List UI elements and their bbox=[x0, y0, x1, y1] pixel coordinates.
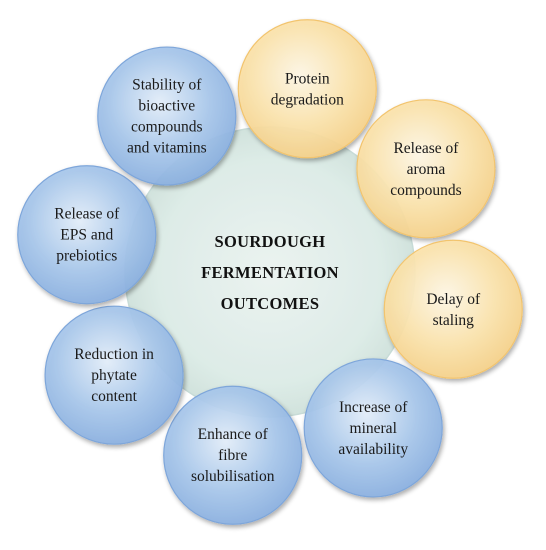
outcome-circle bbox=[356, 99, 496, 239]
outcome-label-line: aroma bbox=[407, 161, 446, 178]
outcome-label-line: mineral bbox=[350, 420, 397, 437]
outcome-circle bbox=[237, 19, 377, 159]
outcome-label-line: Release of bbox=[393, 140, 459, 157]
outcome-circle bbox=[163, 385, 303, 525]
outcome-label-line: compounds bbox=[131, 119, 202, 136]
outcome-label-line: Stability of bbox=[132, 77, 202, 94]
outcome-label-line: staling bbox=[433, 312, 475, 329]
outcome-node-phytate-content: Reduction in phytate content bbox=[44, 305, 184, 445]
center-node: SOURDOUGH FERMENTATION OUTCOMES bbox=[124, 126, 416, 418]
outcome-label-line: Reduction in bbox=[74, 346, 154, 363]
outcome-node-bioactive-stability: Stability of bioactive compounds and vitami… bbox=[97, 46, 237, 186]
outcome-label-line: fibre bbox=[218, 447, 247, 464]
outcome-label-line: and vitamins bbox=[127, 140, 207, 157]
center-title-line: FERMENTATION bbox=[201, 263, 339, 282]
center-title-line: OUTCOMES bbox=[221, 294, 320, 313]
outcome-circle bbox=[303, 358, 443, 498]
outcome-label-line: degradation bbox=[271, 91, 344, 108]
outcome-label-line: Protein bbox=[285, 70, 330, 87]
outcome-label-line: Release of bbox=[54, 206, 120, 223]
outcome-label-line: compounds bbox=[390, 182, 461, 199]
center-title-line: SOURDOUGH bbox=[215, 232, 326, 251]
outcome-label-line: prebiotics bbox=[56, 248, 117, 265]
outcome-label-line: Delay of bbox=[426, 291, 481, 308]
outcome-node-aroma-compounds: Release of aroma compounds bbox=[356, 99, 496, 239]
outcome-circle bbox=[97, 46, 237, 186]
outcome-circle bbox=[383, 239, 523, 379]
outcome-node-eps-prebiotics: Release of EPS and prebiotics bbox=[17, 165, 157, 305]
outcome-label-line: content bbox=[91, 388, 137, 405]
outcome-node-mineral-availability: Increase of mineral availability bbox=[303, 358, 443, 498]
outcome-node-delay-staling: Delay of staling bbox=[383, 239, 523, 379]
outcome-label-line: bioactive bbox=[138, 98, 195, 115]
outcome-label-line: Enhance of bbox=[198, 426, 269, 443]
outcome-label-line: availability bbox=[338, 441, 408, 458]
outcome-label-line: EPS and bbox=[60, 227, 113, 244]
outcome-node-protein-degradation: Protein degradation bbox=[237, 19, 377, 159]
outcome-label-line: phytate bbox=[91, 367, 137, 384]
outcome-node-fibre-solubilisation: Enhance of fibre solubilisation bbox=[163, 385, 303, 525]
outcome-circle bbox=[17, 165, 157, 305]
outcome-label-line: Increase of bbox=[339, 399, 408, 416]
outcome-circle bbox=[44, 305, 184, 445]
outcome-label-line: solubilisation bbox=[191, 468, 275, 485]
